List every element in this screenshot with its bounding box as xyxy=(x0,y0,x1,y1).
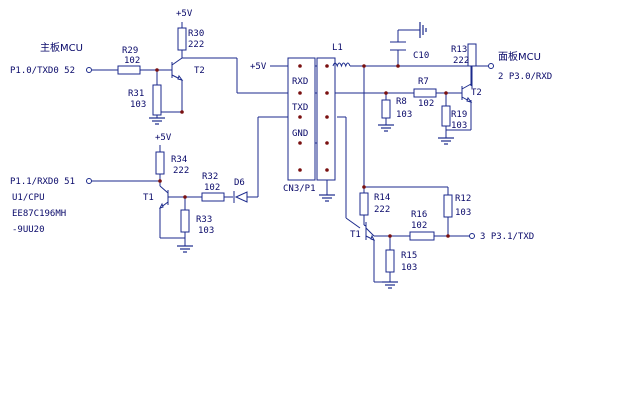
resistor-r19: R19 103 xyxy=(441,105,467,131)
chip-label-line2: EE87C196MH xyxy=(12,209,66,219)
resistor-r19-ref: R19 xyxy=(451,110,467,120)
terminals xyxy=(86,63,494,239)
diode-d6-ref: D6 xyxy=(234,178,245,188)
resistor-r7-value: 102 xyxy=(418,99,434,109)
resistor-r32: R32 102 xyxy=(201,172,225,202)
connector-pin-txd: TXD xyxy=(292,103,308,113)
transistor-t2-left-ref: T2 xyxy=(194,66,205,76)
resistor-r12-ref: R12 xyxy=(455,194,471,204)
connector-pin-gnd: GND xyxy=(292,129,308,139)
junction-dots xyxy=(155,64,450,238)
transistor-t1-right-ref: T1 xyxy=(350,230,361,240)
resistor-r14-ref: R14 xyxy=(374,193,390,203)
power-label-5v-left: +5V xyxy=(155,133,172,143)
power-label-5v-connector: +5V xyxy=(250,62,267,72)
transistor-t2-right: T2 xyxy=(461,83,482,103)
ground-r31 xyxy=(149,117,165,125)
ground-r15 xyxy=(382,281,398,289)
resistor-r8-value: 103 xyxy=(396,110,412,120)
power-label-5v-top: +5V xyxy=(176,9,193,19)
resistor-r15-ref: R15 xyxy=(401,251,417,261)
resistor-r33-ref: R33 xyxy=(196,215,212,225)
resistor-r16-ref: R16 xyxy=(411,210,427,220)
resistor-r32-value: 102 xyxy=(204,183,220,193)
resistor-r14: R14 222 xyxy=(359,192,390,216)
ground-r19 xyxy=(438,130,454,145)
resistor-r34-ref: R34 xyxy=(171,155,187,165)
connector-pin-rxd: RXD xyxy=(292,77,308,87)
resistor-r34: R34 222 xyxy=(155,151,189,176)
resistor-r29-ref: R29 xyxy=(122,46,138,56)
net-p10-txd0: P1.0/TXD0 52 xyxy=(10,66,75,76)
resistor-r30-value: 222 xyxy=(188,40,204,50)
transistor-t2-left: T2 xyxy=(171,57,205,81)
net-p11-rxd0: P1.1/RXD0 51 xyxy=(10,177,75,187)
ground-r33 xyxy=(177,245,193,253)
diode-d6: D6 xyxy=(233,178,248,203)
header-panel-mcu: 面板MCU xyxy=(498,50,541,63)
resistor-r30-ref: R30 xyxy=(188,29,204,39)
transistor-t1-left: T1 xyxy=(143,185,176,209)
resistor-r33: R33 103 xyxy=(180,209,214,236)
resistor-r13-value: 222 xyxy=(453,56,469,66)
resistor-r15-value: 103 xyxy=(401,263,417,273)
resistor-r31: R31 103 xyxy=(128,84,162,116)
transistor-t1-right: T1 xyxy=(350,222,375,241)
resistor-r19-value: 103 xyxy=(451,121,467,131)
chip-label-line3: -9UU20 xyxy=(12,225,45,235)
resistor-r16-value: 102 xyxy=(411,221,427,231)
ground-c10 xyxy=(419,22,427,38)
resistor-r31-value: 103 xyxy=(130,100,146,110)
resistor-r7: R7 102 xyxy=(413,77,437,109)
resistor-r12: R12 103 xyxy=(443,194,471,218)
resistor-r33-value: 103 xyxy=(198,226,214,236)
resistor-r13-ref: R13 xyxy=(451,45,467,55)
transistor-t1-left-ref: T1 xyxy=(143,193,154,203)
resistor-r31-ref: R31 xyxy=(128,89,144,99)
resistor-r29-value: 102 xyxy=(124,56,140,66)
capacitor-c10-ref: C10 xyxy=(413,51,429,61)
resistor-r16: R16 102 xyxy=(409,210,435,241)
net-p30-rxd: 2 P3.0/RXD xyxy=(498,72,552,82)
header-main-mcu: 主板MCU xyxy=(40,41,83,54)
net-p31-txd: 3 P3.1/TXD xyxy=(480,232,534,242)
ground-r8 xyxy=(378,124,394,132)
resistor-r15: R15 103 xyxy=(385,249,417,273)
resistor-r12-value: 103 xyxy=(455,208,471,218)
inductor-l1: L1 xyxy=(332,43,351,68)
transistor-t2-right-ref: T2 xyxy=(471,88,482,98)
resistor-r14-value: 222 xyxy=(374,205,390,215)
connector-label: CN3/P1 xyxy=(283,184,316,194)
connector-cn3: RXD TXD GND CN3/P1 xyxy=(283,57,336,194)
capacitor-c10: C10 xyxy=(390,41,429,61)
ground-connector xyxy=(319,194,335,202)
inductor-l1-ref: L1 xyxy=(332,43,343,53)
resistor-r30: R30 222 xyxy=(177,27,204,51)
resistor-r13: R13 222 xyxy=(451,43,477,67)
resistor-r8: R8 103 xyxy=(381,97,412,120)
chip-label-line1: U1/CPU xyxy=(12,193,45,203)
resistor-r32-ref: R32 xyxy=(202,172,218,182)
resistor-r29: R29 102 xyxy=(117,46,141,75)
resistor-r8-ref: R8 xyxy=(396,97,407,107)
resistor-r7-ref: R7 xyxy=(418,77,429,87)
resistor-r34-value: 222 xyxy=(173,166,189,176)
